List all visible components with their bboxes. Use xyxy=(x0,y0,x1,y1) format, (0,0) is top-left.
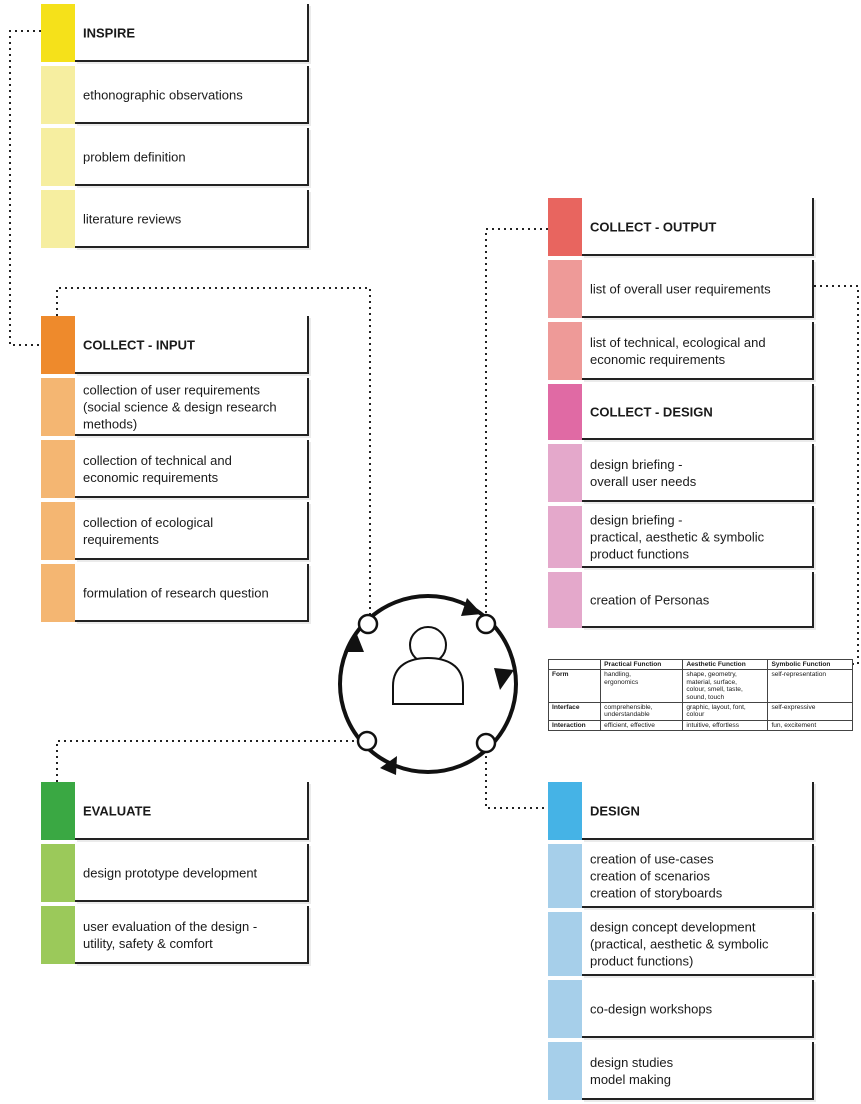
design-item: creation of use-cases creation of scenar… xyxy=(548,844,814,908)
collect-design-item: design briefing - overall user needs xyxy=(548,444,814,502)
evaluate-item: design prototype development xyxy=(41,844,309,902)
group-collect-input: COLLECT - INPUT collection of user requi… xyxy=(41,316,309,626)
group-evaluate: EVALUATE design prototype development us… xyxy=(41,782,309,968)
collect-input-item: formulation of research question xyxy=(41,564,309,622)
collect-output-item: list of technical, ecological and econom… xyxy=(548,322,814,380)
collect-input-item-label: collection of user requirements (social … xyxy=(83,382,277,432)
table-cell: intuitive, effortless xyxy=(682,719,769,732)
evaluate-title: EVALUATE xyxy=(83,803,152,819)
table-cell: shape, geometry, material, surface, colo… xyxy=(682,669,769,704)
table-cell: efficient, effective xyxy=(600,719,684,732)
group-inspire: INSPIRE ethonographic observations probl… xyxy=(41,4,309,252)
collect-input-item: collection of user requirements (social … xyxy=(41,378,309,436)
table-row: Interaction efficient, effective intuiti… xyxy=(547,719,853,732)
table-header-cell: Practical Function xyxy=(600,658,684,671)
cycle-node-bottom-left xyxy=(356,730,378,752)
inspire-item: literature reviews xyxy=(41,190,309,248)
cycle-arrow-left xyxy=(344,632,364,652)
inspire-color-bar xyxy=(41,4,75,62)
table-cell: self-representation xyxy=(767,669,853,704)
person-icon xyxy=(392,626,464,705)
collect-design-header: COLLECT - DESIGN xyxy=(548,384,814,440)
collect-input-item-label: formulation of research question xyxy=(83,585,269,601)
collect-input-item: collection of technical and economic req… xyxy=(41,440,309,498)
design-item-label: creation of use-cases creation of scenar… xyxy=(590,851,723,901)
cycle-node-top-left xyxy=(357,613,379,635)
collect-output-title: COLLECT - OUTPUT xyxy=(590,219,717,235)
collect-design-item: design briefing - practical, aesthetic &… xyxy=(548,506,814,568)
table-header-cell: Aesthetic Function xyxy=(682,658,769,671)
collect-output-item-label: list of overall user requirements xyxy=(590,281,771,297)
inspire-item: ethonographic observations xyxy=(41,66,309,124)
design-item: co-design workshops xyxy=(548,980,814,1038)
design-item-label: co-design workshops xyxy=(590,1001,713,1017)
collect-design-item-label: creation of Personas xyxy=(590,592,710,608)
collect-design-item: creation of Personas xyxy=(548,572,814,628)
table-cell: Interaction xyxy=(547,719,602,732)
design-item: design studies model making xyxy=(548,1042,814,1100)
table-cell: Form xyxy=(547,669,602,704)
evaluate-header: EVALUATE xyxy=(41,782,309,840)
collect-input-item: collection of ecological requirements xyxy=(41,502,309,560)
collect-input-header: COLLECT - INPUT xyxy=(41,316,309,374)
design-header: DESIGN xyxy=(548,782,814,840)
cycle-arrow-bottom xyxy=(380,756,397,775)
table-header-row: Practical Function Aesthetic Function Sy… xyxy=(547,658,853,671)
evaluate-item: user evaluation of the design - utility,… xyxy=(41,906,309,964)
collect-input-title: COLLECT - INPUT xyxy=(83,337,195,353)
group-collect-output: COLLECT - OUTPUT list of overall user re… xyxy=(548,198,814,632)
collect-input-item-label: collection of ecological requirements xyxy=(83,515,214,547)
inspire-item-label: problem definition xyxy=(83,149,186,165)
connector-cycle-to-output xyxy=(485,228,548,618)
cycle-arrow-top xyxy=(461,598,482,616)
design-title: DESIGN xyxy=(590,803,640,819)
table-cell: graphic, layout, font, colour xyxy=(682,702,769,721)
table-row: Form handling, ergonomics shape, geometr… xyxy=(547,669,853,704)
inspire-item-label: ethonographic observations xyxy=(83,87,243,103)
collect-output-item-label: list of technical, ecological and econom… xyxy=(590,335,766,367)
collect-design-item-label: design briefing - practical, aesthetic &… xyxy=(590,512,765,562)
user-cycle-icon xyxy=(338,594,518,775)
inspire-item-label: literature reviews xyxy=(83,211,182,227)
table-cell: comprehensible, understandable xyxy=(600,702,684,721)
inspire-title: INSPIRE xyxy=(83,25,136,41)
inspire-item: problem definition xyxy=(41,128,309,186)
connector-cycle-to-design xyxy=(485,750,548,809)
collect-design-item-label: design briefing - overall user needs xyxy=(590,457,697,489)
evaluate-item-label: user evaluation of the design - utility,… xyxy=(83,919,258,951)
table-header-cell xyxy=(547,658,602,671)
table-row: Interface comprehensible, understandable… xyxy=(547,702,853,721)
collect-design-title: COLLECT - DESIGN xyxy=(590,404,713,420)
collect-input-item-label: collection of technical and economic req… xyxy=(83,453,232,485)
table-cell: fun, excitement xyxy=(767,719,853,732)
table-header-cell: Symbolic Function xyxy=(767,658,853,671)
design-item-label: design concept development (practical, a… xyxy=(590,919,769,969)
cycle-node-bottom-right xyxy=(475,732,497,754)
collect-output-item: list of overall user requirements xyxy=(548,260,814,318)
design-item: design concept development (practical, a… xyxy=(548,912,814,976)
product-functions-table: Practical Function Aesthetic Function Sy… xyxy=(547,658,853,732)
group-design: DESIGN creation of use-cases creation of… xyxy=(548,782,814,1104)
cycle-node-top-right xyxy=(475,613,497,635)
connector-evaluate-to-cycle xyxy=(56,740,366,782)
collect-output-header: COLLECT - OUTPUT xyxy=(548,198,814,256)
cycle-arrow-right xyxy=(494,668,514,690)
table-cell: self-expressive xyxy=(767,702,853,721)
table-cell: handling, ergonomics xyxy=(600,669,684,704)
inspire-header: INSPIRE xyxy=(41,4,309,62)
design-item-label: design studies model making xyxy=(590,1055,674,1087)
connector-inspire-to-input xyxy=(9,30,41,346)
table-cell: Interface xyxy=(547,702,602,721)
evaluate-item-label: design prototype development xyxy=(83,865,258,881)
